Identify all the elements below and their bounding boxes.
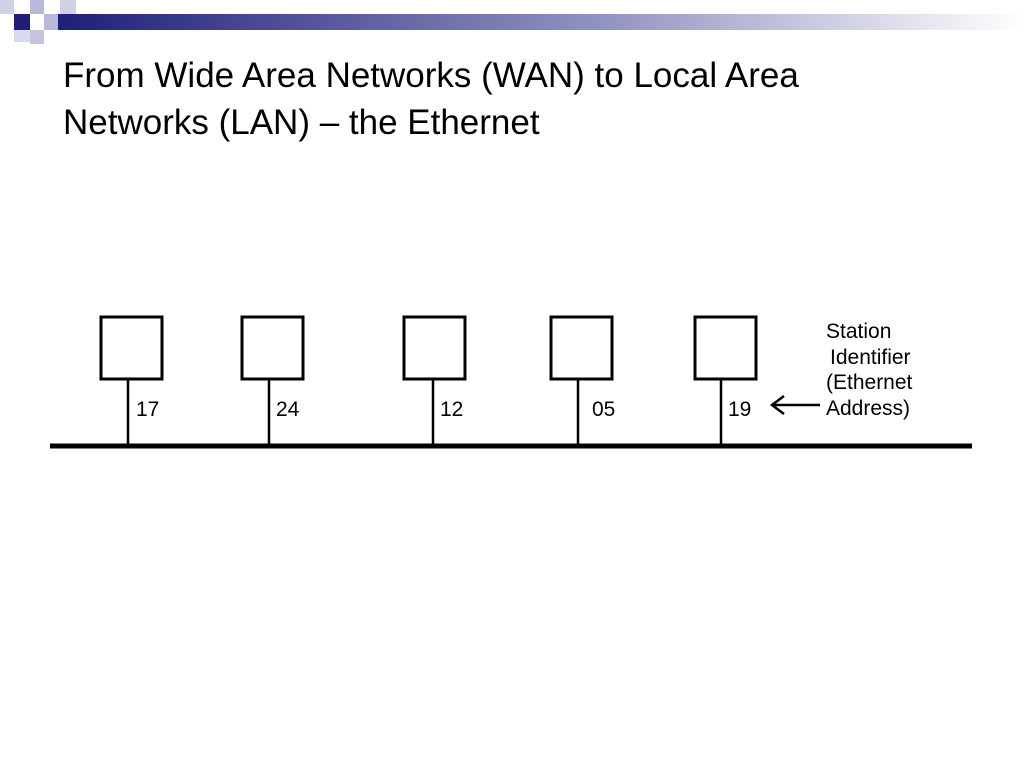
header-gradient-bar [58,14,1024,30]
header-square [14,30,30,42]
station-id-label: 19 [728,398,751,421]
station-node: 17 [99,315,164,446]
station-id-label: 24 [276,398,300,421]
slide-header-decoration [0,0,1024,44]
station-box [402,315,467,381]
station-node: 05 [549,315,615,446]
station-id-label: 12 [440,398,463,421]
station-node: 24 [240,315,305,446]
header-square [0,0,14,14]
station-box [693,315,758,381]
header-square [30,30,44,44]
station-box [240,315,305,381]
station-box [549,315,614,381]
annotation-line: Station [826,320,891,343]
station-id-label: 05 [592,398,615,421]
header-square [60,0,76,14]
annotation-line: (Ethernet [826,371,913,394]
annotation-line: Address) [826,397,910,420]
station-node: 12 [402,315,467,446]
slide-title: From Wide Area Networks (WAN) to Local A… [63,52,983,146]
slide-title-line: From Wide Area Networks (WAN) to Local A… [63,56,799,95]
left-arrow-icon [769,395,820,415]
slide-title-line: Networks (LAN) – the Ethernet [63,103,540,142]
station-id-label: 17 [136,398,159,421]
header-square [30,0,44,14]
header-square [44,14,58,30]
annotation-line: Identifier [830,346,911,369]
station-identifier-annotation: Station Identifier (Ethernet Address) [826,320,913,420]
arrow-head [769,395,785,415]
station-node: 19 [693,315,758,446]
station-box [99,315,164,381]
header-square [14,14,30,30]
